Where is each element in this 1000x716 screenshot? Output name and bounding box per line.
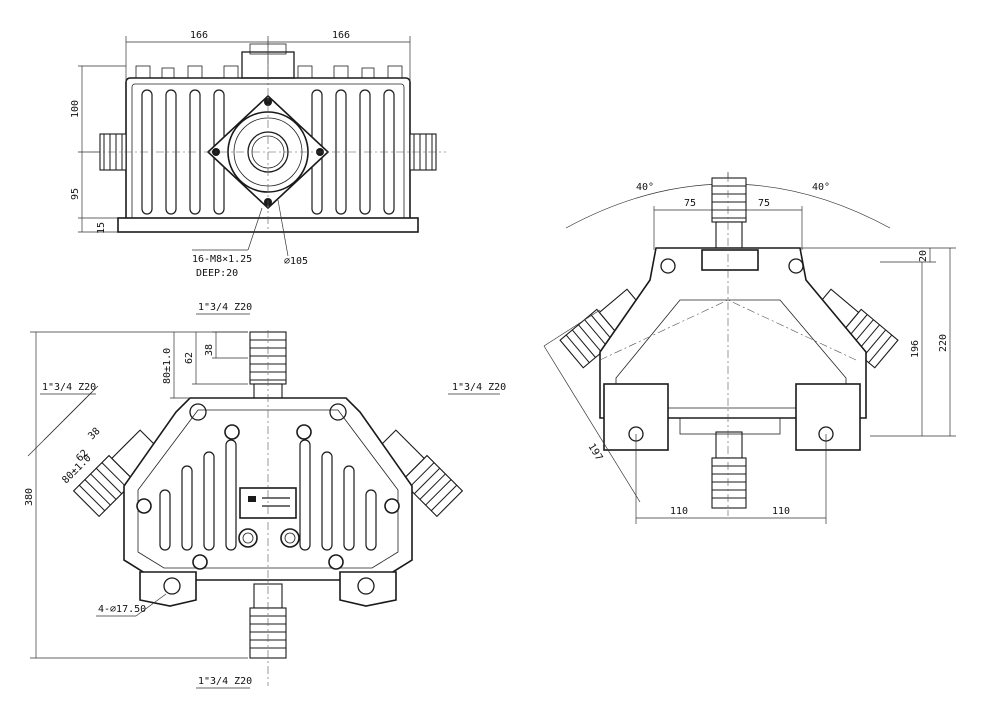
shaft-right-spec: 1"3/4 Z20 (452, 382, 506, 393)
mount-holes: 4-⌀17.50 (98, 604, 146, 615)
angle-right: 40° (812, 182, 830, 193)
shaft-top-spec: 1"3/4 Z20 (198, 302, 252, 313)
dim-base: 15 (96, 222, 107, 234)
dim-220: 220 (938, 334, 949, 352)
front-view: 166 166 100 95 15 (70, 30, 446, 279)
shaft-tol-top: 80±1.0 (162, 348, 173, 384)
dim-20: 20 (918, 250, 929, 262)
overall-length: 380 (24, 488, 35, 506)
half-width-left: 75 (684, 198, 696, 209)
bore-diameter: ⌀105 (284, 256, 308, 267)
dim-upper-height: 100 (70, 100, 81, 118)
dim-197: 197 (585, 442, 604, 463)
spline-len-top: 38 (204, 344, 215, 356)
shaft-bottom-spec: 1"3/4 Z20 (198, 676, 252, 687)
dim-left-half: 166 (190, 30, 208, 41)
angle-left: 40° (636, 182, 654, 193)
mount-left: 110 (670, 506, 688, 517)
side-view: 40° 40° (543, 172, 956, 524)
bolt-note-depth: DEEP:20 (196, 268, 238, 279)
dim-196: 196 (910, 340, 921, 358)
half-width-right: 75 (758, 198, 770, 209)
bolt-note-thread: 16-M8×1.25 (192, 254, 252, 265)
spline-len-left: 38 (86, 426, 102, 442)
dim-lower-height: 95 (70, 188, 81, 200)
mount-right: 110 (772, 506, 790, 517)
shaft-left-spec: 1"3/4 Z20 (42, 382, 96, 393)
shaft-len-top: 62 (184, 352, 195, 364)
top-view: 1"3/4 Z20 38 62 80±1.0 1"3/4 Z20 38 62 8… (24, 302, 506, 689)
dim-right-half: 166 (332, 30, 350, 41)
